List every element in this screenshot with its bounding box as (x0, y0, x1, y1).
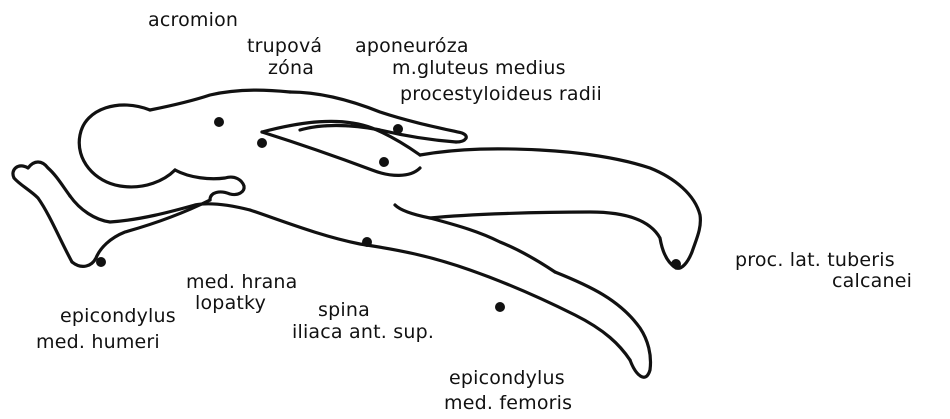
label-aponeuroza: aponeuróza (355, 36, 469, 56)
chest-contour (175, 170, 244, 200)
processus-styloideus-marker (393, 124, 403, 134)
label-trupova: trupová (247, 36, 322, 56)
label-zona: zóna (268, 58, 314, 78)
label-med-humeri: med. humeri (36, 332, 160, 352)
torso-upper-contour (420, 149, 700, 268)
label-iliaca: iliaca ant. sup. (292, 322, 434, 342)
acromion-marker (214, 117, 224, 127)
epicondylus-femoris-marker (495, 302, 505, 312)
label-epicondylus-femoris: epicondylus (449, 368, 565, 388)
gluteus-medius-marker (379, 157, 389, 167)
label-proc-lat-tuberis: proc. lat. tuberis (735, 250, 895, 270)
label-epicondylus-humeri: epicondylus (60, 306, 176, 326)
lower-foot (555, 272, 651, 377)
label-gluteus-medius: m.gluteus medius (392, 58, 566, 78)
label-acromion: acromion (148, 10, 238, 30)
label-med-hrana: med. hrana (186, 272, 298, 292)
trupova-zona-marker (257, 138, 267, 148)
label-spina: spina (318, 300, 370, 320)
back-outline (150, 90, 290, 110)
label-lopatky: lopatky (195, 293, 266, 313)
proc-lat-tuberis-marker (671, 259, 681, 269)
lower-arm-hand (13, 162, 72, 262)
label-processus-styloideus: procestyloideus radii (400, 84, 602, 104)
spina-iliaca-marker (362, 237, 372, 247)
back-thigh-line (395, 205, 430, 218)
label-med-femoris: med. femoris (444, 393, 572, 413)
epicondylus-humeri-marker (96, 257, 106, 267)
upper-leg-foot (430, 212, 676, 268)
lower-arm-inner (70, 196, 250, 222)
lower-arm-outline (72, 200, 210, 266)
label-calcanei: calcanei (832, 271, 912, 291)
head-outline (79, 105, 175, 187)
